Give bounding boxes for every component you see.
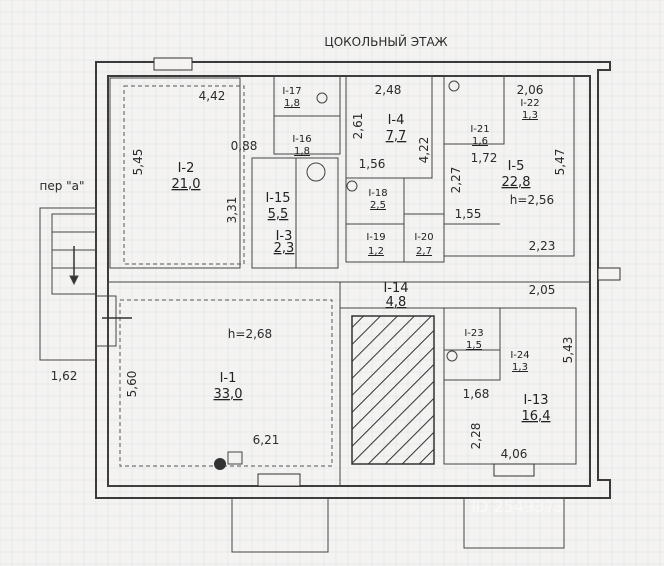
room-label: I-4 [388, 113, 405, 128]
entrance-stairs [39, 207, 132, 361]
street-label: пер "а" [39, 179, 84, 193]
room-label: I-16 [292, 134, 311, 145]
ceiling-height: h=2,68 [228, 327, 272, 341]
room-i-1-wall [107, 281, 341, 487]
room-area: 1,6 [472, 136, 488, 147]
inner-wall [107, 75, 591, 487]
room-i-15-wall [251, 157, 339, 269]
room-label: I-20 [414, 232, 433, 243]
room-label: I-1 [220, 371, 237, 386]
room-area: 22,8 [502, 175, 531, 190]
dimension-label: 4,22 [417, 137, 431, 164]
room-label: I-14 [383, 281, 408, 296]
room-label: I-5 [508, 159, 525, 174]
room-area: 1,5 [466, 340, 482, 351]
dimension-label: 2,48 [375, 83, 402, 97]
room-area: 21,0 [172, 177, 201, 192]
dimension-label: 0,88 [231, 139, 258, 153]
dimension-label: 1,56 [359, 157, 386, 171]
ceiling-height: h=2,56 [510, 193, 554, 207]
room-area: 2,7 [416, 246, 432, 257]
dimension-label: 1,55 [455, 207, 482, 221]
page-title: ЦОКОЛЬНЫЙ ЭТАЖ [324, 34, 447, 49]
room-i-5-wall [443, 75, 575, 257]
dimension-label: 6,21 [253, 433, 280, 447]
windows [153, 57, 621, 487]
dimension-label: 1,68 [463, 387, 490, 401]
room-i-2-wall [109, 77, 241, 269]
dimension-label: 2,27 [449, 167, 463, 194]
room-label: I-13 [523, 393, 548, 408]
room-label: I-15 [265, 191, 290, 206]
room-area: 1,2 [368, 246, 384, 257]
room-label: I-24 [510, 350, 529, 361]
room-area: 1,3 [522, 110, 538, 121]
dimension-label: 2,05 [529, 283, 556, 297]
room-area: 2,3 [274, 241, 295, 256]
staircase-hatched [351, 315, 435, 465]
porch-left [231, 497, 329, 553]
room-label: I-2 [178, 161, 195, 176]
dimension-label: 1,62 [51, 369, 78, 383]
room-area: 33,0 [214, 387, 243, 402]
dimension-label: 1,72 [471, 151, 498, 165]
watermark: ID 2549373 [471, 497, 564, 516]
room-label: I-21 [470, 124, 489, 135]
room-area: 1,8 [294, 146, 310, 157]
dimension-label: 2,61 [351, 113, 365, 140]
dimension-label: 5,47 [553, 149, 567, 176]
porch-right [463, 497, 565, 549]
dimension-label: 4,42 [199, 89, 226, 103]
room-i-21-22-wall [443, 75, 505, 145]
dimension-label: 5,60 [125, 371, 139, 398]
room-label: I-23 [464, 328, 483, 339]
room-i-24-wall [443, 349, 501, 381]
dimension-label: 2,23 [529, 239, 556, 253]
room-label: I-18 [368, 188, 387, 199]
room-area: 7,7 [386, 129, 407, 144]
room-label: I-22 [520, 98, 539, 109]
room-area: 5,5 [268, 207, 289, 222]
dimension-label: 2,06 [517, 83, 544, 97]
dimension-label: 2,28 [469, 423, 483, 450]
electric-panel-icon [214, 451, 243, 470]
room-i-2-dash [123, 85, 245, 265]
dimension-label: 4,06 [501, 447, 528, 461]
room-area: 2,5 [370, 200, 386, 211]
room-area: 16,4 [522, 409, 551, 424]
room-label: I-3 [276, 229, 293, 244]
room-label: I-17 [282, 86, 301, 97]
room-i-1-dash [119, 299, 333, 467]
room-area: 1,3 [512, 362, 528, 373]
toilet-icon [306, 80, 460, 362]
dimension-label: 3,31 [225, 197, 239, 224]
dimension-label: 5,45 [131, 149, 145, 176]
room-area: 4,8 [386, 295, 407, 310]
dimension-label: 5,43 [561, 337, 575, 364]
room-area: 1,8 [284, 98, 300, 109]
room-i-16-17-wall [273, 75, 341, 155]
room-label: I-19 [366, 232, 385, 243]
